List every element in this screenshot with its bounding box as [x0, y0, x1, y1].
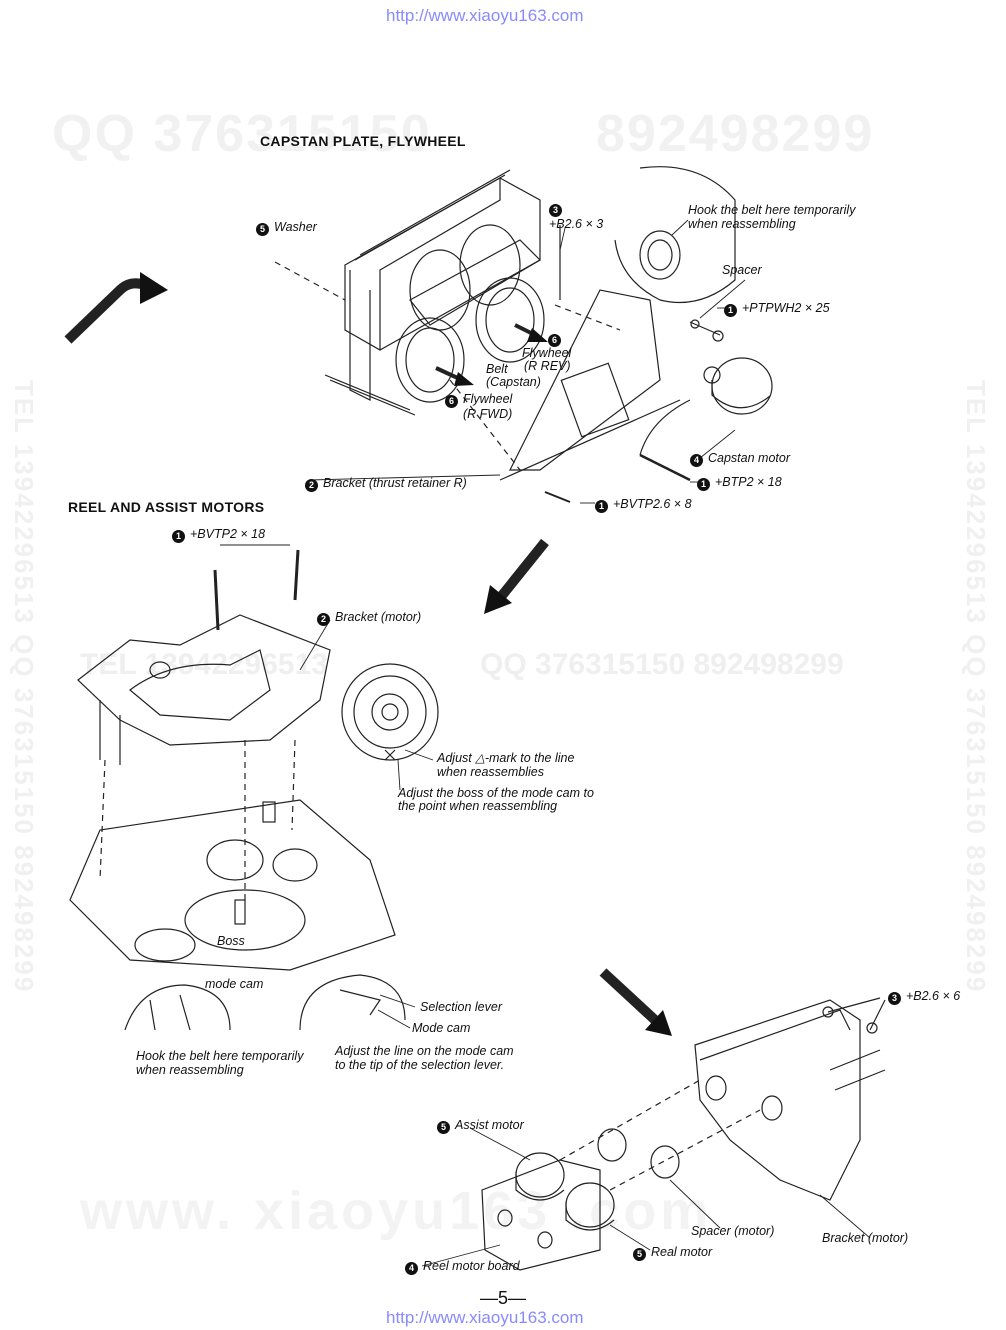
reel-motor-board: [481, 1159, 601, 1271]
capstan-chassis: [324, 169, 545, 416]
label-spacer-motor: Spacer (motor): [691, 1224, 775, 1238]
callout-5-icon: 5: [437, 1121, 450, 1134]
watermark-qq-number: 892498299: [596, 105, 875, 163]
curved-arrow-icon: [64, 272, 168, 344]
callout-3-icon: 3: [549, 204, 562, 217]
label-mode-cam: Mode cam: [412, 1021, 471, 1035]
hook-detail-circle: [614, 166, 736, 303]
label-boss: Boss: [217, 934, 245, 948]
watermark-mid: QQ 376315150 892498299: [480, 648, 844, 681]
capstan-bracket: [499, 289, 681, 481]
callout-1-icon: 1: [595, 500, 608, 513]
callout-4-icon: 4: [405, 1262, 418, 1275]
reel-bracket: [77, 614, 331, 765]
label-mode-cam-lower: mode cam: [205, 977, 264, 991]
motor-spacers: [597, 1128, 680, 1179]
down-left-arrow-icon: [484, 538, 549, 614]
reel-chassis: [69, 799, 396, 971]
page-number: —5—: [480, 1288, 527, 1308]
watermark-qq: QQ 376315150: [52, 105, 432, 163]
selection-lever-detail-circle: [299, 974, 406, 1031]
label-b26x3: 3+B2.6 × 3: [549, 204, 604, 231]
callout-6-icon: 6: [548, 334, 561, 347]
label-btp: 1+BTP2 × 18: [697, 475, 782, 491]
watermark-vertical-right: TEL 13942296513 QQ 376315150 892498299: [961, 380, 991, 994]
callout-1-icon: 1: [724, 304, 737, 317]
bottom-url-link[interactable]: http://www.xiaoyu163.com: [386, 1308, 584, 1327]
reel-section-title: REEL AND ASSIST MOTORS: [68, 499, 265, 515]
down-right-arrow-icon: [599, 968, 672, 1036]
watermark-vertical-left: TEL 13942296513 QQ 376315150 892498299: [9, 380, 39, 994]
label-belt: Belt(Capstan): [486, 362, 541, 389]
callout-6-icon: 6: [445, 395, 458, 408]
label-selection-lever: Selection lever: [420, 1000, 502, 1014]
label-bvtp26: 1+BVTP2.6 × 8: [595, 497, 692, 513]
label-ptpwh: 1+PTPWH2 × 25: [724, 301, 830, 317]
capstan-motor: [639, 357, 773, 482]
callout-1-icon: 1: [172, 530, 185, 543]
watermark-bottom: www. xiaoyu163 .com: [80, 1181, 713, 1241]
reel-motor: [565, 1182, 615, 1231]
callout-5-icon: 5: [256, 223, 269, 236]
callout-2-icon: 2: [305, 479, 318, 492]
assist-motor: [515, 1152, 565, 1201]
callout-2-icon: 2: [317, 613, 330, 626]
callout-1-icon: 1: [697, 478, 710, 491]
callout-3-icon: 3: [888, 992, 901, 1005]
label-spacer: Spacer: [722, 263, 762, 277]
callout-4-icon: 4: [690, 454, 703, 467]
top-url-link[interactable]: http://www.xiaoyu163.com: [386, 6, 584, 25]
mode-cam-detail-circle: [341, 663, 439, 761]
motor-bracket: [694, 999, 886, 1201]
label-bracket-motor: Bracket (motor): [822, 1231, 909, 1245]
label-b26x6: 3+B2.6 × 6: [888, 989, 960, 1005]
callout-5-icon: 5: [633, 1248, 646, 1261]
capstan-section-title: CAPSTAN PLATE, FLYWHEEL: [260, 133, 466, 149]
label-bvtp2: 1+BVTP2 × 18: [172, 527, 265, 543]
hook-belt-detail-circle: [124, 984, 231, 1031]
